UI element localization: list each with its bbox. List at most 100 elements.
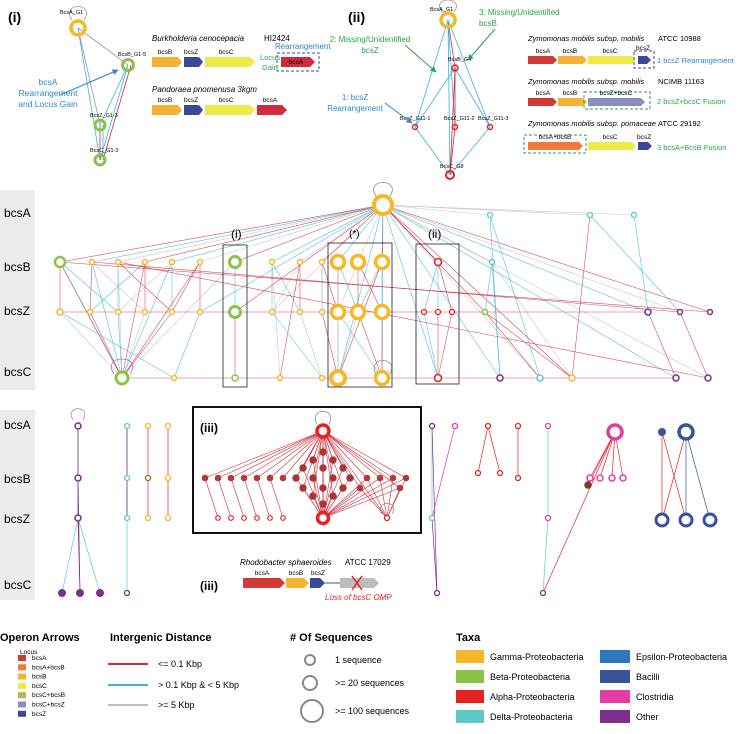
network-node xyxy=(484,422,492,430)
gene-label: bcsA xyxy=(255,570,270,577)
network-node xyxy=(227,474,235,482)
locus-gain-label: Gain xyxy=(262,63,278,72)
annotation-3: bcsB xyxy=(479,19,497,28)
network-edge xyxy=(121,261,201,379)
network-edge xyxy=(386,487,401,519)
network-edge xyxy=(477,425,489,474)
network-edge xyxy=(337,261,359,313)
network-edge xyxy=(312,459,324,519)
legend-title: Operon Arrows xyxy=(0,632,80,644)
network-edge xyxy=(487,425,501,474)
taxa-name: Bacilli xyxy=(636,672,660,682)
row-label: bcsB xyxy=(4,472,31,486)
gene-label: bcsC xyxy=(219,97,234,104)
row-label: bcsZ xyxy=(4,304,30,318)
network-node xyxy=(428,514,436,522)
network-node xyxy=(644,308,652,316)
network-node xyxy=(481,308,489,316)
network-edge xyxy=(173,311,201,379)
network-edge xyxy=(121,311,146,379)
network-edge xyxy=(366,477,388,519)
network-node xyxy=(339,464,347,472)
network-edge xyxy=(382,204,439,263)
legend-operon: Operon Arrows Locus bcsAbcsA+bcsBbcsBbcs… xyxy=(0,632,80,718)
network-node xyxy=(241,515,247,521)
network-edge xyxy=(489,214,541,379)
locus-name: bcsC xyxy=(32,683,47,690)
network-node xyxy=(164,474,172,482)
network-node xyxy=(319,484,327,492)
taxa-swatch xyxy=(456,650,484,663)
network-edge xyxy=(77,517,101,594)
network-node xyxy=(228,305,242,319)
network-edge xyxy=(321,311,339,379)
network-node xyxy=(373,253,391,271)
network-edge xyxy=(589,214,681,313)
network-node xyxy=(170,374,178,382)
network-node xyxy=(677,423,695,441)
taxa-name: Gamma-Proteobacteria xyxy=(490,652,584,662)
network-node xyxy=(164,422,172,430)
gene-label: bcsA xyxy=(289,59,304,66)
network-node xyxy=(349,253,367,271)
network-node xyxy=(309,456,317,464)
network-node xyxy=(389,474,397,482)
organism-name: Zymomonas mobilis subsp. pomaceae xyxy=(527,119,656,128)
gene-label: bcsA+bcsB xyxy=(539,134,572,141)
locus-legend: bcsAbcsA+bcsBbcsBbcsCbcsC+bcsBbcsC+bcsZb… xyxy=(18,655,65,718)
network-edge xyxy=(91,261,123,379)
network-node xyxy=(514,422,522,430)
network-node xyxy=(586,211,594,219)
network-edge xyxy=(117,261,173,313)
network-edge xyxy=(144,204,384,263)
network-edge xyxy=(89,311,123,379)
network-node xyxy=(56,308,64,316)
network-node xyxy=(76,589,84,597)
network-node xyxy=(318,374,326,382)
organism-name: Rhodobacter sphaeroides xyxy=(240,558,332,567)
network-node xyxy=(486,211,494,219)
network-node xyxy=(329,492,337,500)
taxa-swatch xyxy=(600,670,630,683)
network-node xyxy=(339,484,347,492)
row-label: bcsC xyxy=(4,365,32,379)
locus-name: bcsZ xyxy=(32,711,46,718)
network-node xyxy=(396,484,404,492)
node-label: BcsC_G8 xyxy=(440,164,464,170)
network-edge xyxy=(337,204,384,263)
annotation-bcsa: bcsA xyxy=(39,77,58,87)
organism-name: Pandoraea pnomenusa 3kgm xyxy=(152,85,257,94)
self-loop xyxy=(314,411,332,425)
gene-label: bcsZ xyxy=(311,570,325,577)
network-edge xyxy=(322,477,407,519)
self-loop xyxy=(373,182,393,197)
network-node xyxy=(608,474,616,482)
gene-label: bcsC xyxy=(219,49,234,56)
network-edge xyxy=(59,311,175,379)
node-label: BcsZ_G11-1 xyxy=(400,116,430,122)
network-node xyxy=(279,474,287,482)
network-edge xyxy=(59,311,123,379)
network-edge xyxy=(423,311,439,379)
locus-swatch xyxy=(18,655,26,661)
operon-zm-1: bcsA bcsB bcsC bcsZ 1 bcsZ Rearrangement xyxy=(528,45,735,69)
network-edge xyxy=(77,477,81,594)
network-edge xyxy=(243,477,258,519)
network-node xyxy=(420,308,428,316)
panel-ii-network: BcsA_G1 BcsB_G4 BcsZ_G11-1 BcsZ_G11-2 Bc… xyxy=(400,0,508,180)
network-node xyxy=(254,515,260,521)
network-edge xyxy=(322,459,334,519)
network-node xyxy=(318,258,326,266)
network-node xyxy=(253,474,261,482)
gene-label: bcsZ+bcsC xyxy=(600,90,633,97)
network-edge xyxy=(322,477,394,519)
row-label: bcsA xyxy=(4,206,31,220)
lower-network-nodes xyxy=(58,422,718,597)
legend-title: Intergenic Distance xyxy=(110,632,211,644)
network-node xyxy=(141,258,149,266)
row-labels-upper: bcsA bcsB bcsZ bcsC xyxy=(0,190,35,390)
network-node xyxy=(329,303,347,321)
panel-i-network: BcsA_G1 BcsB_G1-5 BcsZ_G1-3 BcsC_G1-3 xyxy=(60,6,146,167)
network-edge xyxy=(171,261,201,313)
network-node xyxy=(568,374,576,382)
